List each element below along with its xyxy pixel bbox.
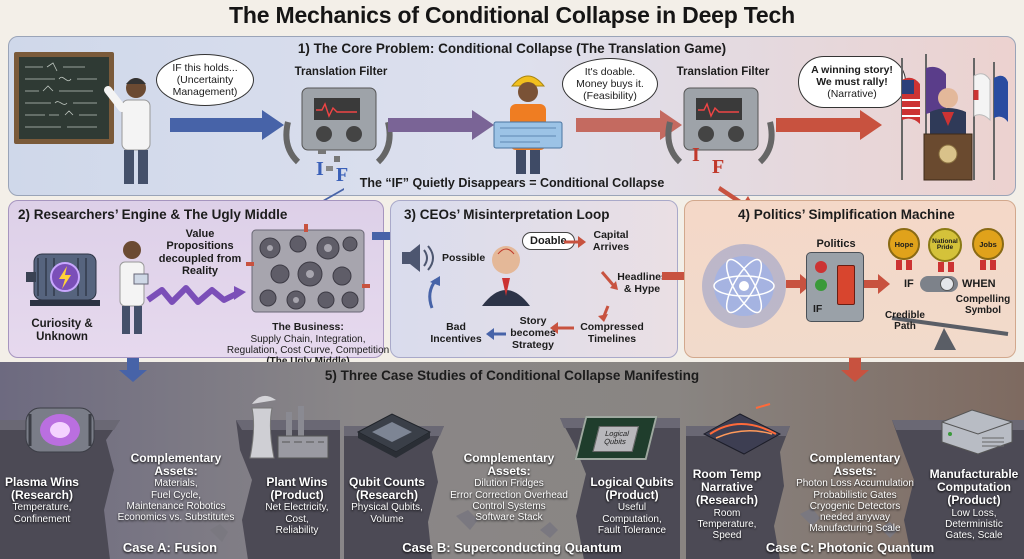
headlines-hype-label: Headlines& Hype (617, 271, 667, 295)
conditional-collapse-caption: The “IF” Quietly Disappears = Conditiona… (359, 176, 665, 190)
translation-filter-2 (665, 87, 775, 165)
ceo-loop-title: 3) CEOs’ Misinterpretation Loop (404, 207, 610, 222)
arrow-to-politics-box (786, 274, 812, 294)
engineer-figure (493, 75, 563, 174)
qubit-chip-icon (356, 413, 432, 458)
page-title: The Mechanics of Conditional Collapse in… (229, 2, 795, 28)
falling-letter-f: F (336, 164, 349, 186)
arrow-down-case-a (119, 358, 147, 382)
researcher-figure (104, 78, 151, 184)
case-b-name: Case B: Superconducting Quantum (402, 540, 622, 555)
photonic-chip-icon (702, 403, 782, 455)
core-problem-title: 1) The Core Problem: Conditional Collaps… (297, 41, 727, 56)
case-studies-title: 5) Three Case Studies of Conditional Col… (324, 368, 700, 383)
case-a-left: Plasma Wins(Research) Temperature,Confin… (5, 475, 79, 525)
falling-letter-f-2: F (712, 156, 725, 178)
possible-label: Possible (442, 252, 486, 264)
arrow-to-engineer (388, 110, 494, 140)
case-a-right: Plant Wins(Product) Net Electricity,Cost… (265, 475, 329, 536)
medals: Hope National Pride Jobs (884, 226, 1014, 272)
case-a-name: Case A: Fusion (122, 540, 218, 555)
politics-switch-box: IF (806, 252, 864, 322)
case-c-name: Case C: Photonic Quantum (765, 540, 935, 555)
chalkboard (14, 52, 114, 144)
arrow-down-case-c (841, 358, 869, 382)
falling-letter-i-2: I (692, 144, 700, 166)
case-b-left: Qubit Counts(Research) Physical Qubits,V… (349, 475, 425, 525)
power-plant-icon (249, 395, 329, 459)
arrow-to-filter-2 (576, 110, 682, 140)
server-box-icon (941, 409, 1013, 455)
if-label: IF (904, 278, 914, 290)
arrow-to-toggle (864, 274, 890, 294)
translation-filter-1-label: Translation Filter (294, 66, 388, 78)
zigzag-arrow (146, 285, 246, 305)
politician-podium (901, 54, 1008, 181)
researcher-speech-bubble: IF this holds... (Uncertainty Management… (156, 54, 254, 106)
arrow-to-filter-1 (170, 110, 284, 140)
atom-glow-icon (702, 244, 786, 328)
if-when-toggle[interactable] (920, 276, 958, 292)
medal-national-pride: National Pride (928, 228, 962, 262)
politics-label: Politics (816, 238, 856, 250)
business-label: The Business: Supply Chain, Integration,… (226, 321, 390, 367)
politician-speech-bubble: A winning story! We must rally! (Narrati… (798, 56, 906, 108)
researcher-2-figure (119, 241, 149, 334)
falling-letter-i: I (316, 158, 324, 180)
speaker-icon (402, 244, 434, 272)
ceo-figure (482, 246, 530, 306)
doable-bubble: Doable (522, 232, 575, 250)
politics-title: 4) Politics’ Simplification Machine (738, 207, 955, 222)
when-label: WHEN (962, 278, 996, 290)
motor-icon (26, 253, 100, 306)
misinterpretation-loop-arrows (428, 236, 618, 340)
medal-jobs: Jobs (972, 228, 1004, 260)
case-studies-panel (0, 362, 1024, 559)
cliffs-background (0, 418, 1024, 559)
medal-hope: Hope (888, 228, 920, 260)
fusion-reactor-icon (25, 407, 95, 453)
seesaw-balance (891, 316, 1009, 350)
gears-maze (246, 224, 370, 313)
translation-filter-2-label: Translation Filter (676, 66, 770, 78)
researchers-engine-title: 2) Researchers’ Engine & The Ugly Middle (18, 207, 288, 222)
arrow-to-politician (776, 110, 882, 140)
curiosity-label: Curiosity &Unknown (31, 318, 93, 343)
engineer-speech-bubble: It's doable. Money buys it. (Feasibility… (562, 58, 658, 110)
